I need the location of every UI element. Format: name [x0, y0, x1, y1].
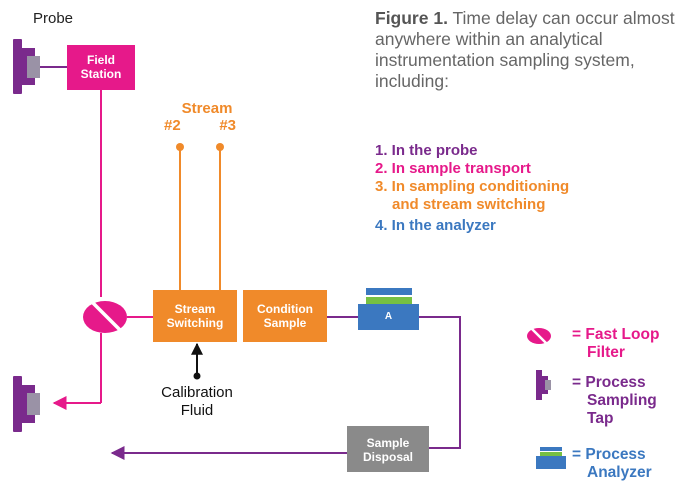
- list-item-probe: 1. In the probe: [375, 142, 478, 159]
- stream-label: Stream #2 #3: [160, 100, 240, 134]
- fast-loop-filter-icon: [83, 300, 127, 333]
- process-analyzer-icon: [358, 288, 419, 330]
- probe-label: Probe: [33, 10, 74, 27]
- calibration-line-1: Calibration: [161, 384, 233, 401]
- legend-analyzer-label: = Process Analyzer: [572, 446, 652, 482]
- field-station-box: [67, 45, 135, 90]
- condition-sample-box: [243, 290, 327, 342]
- sample-disposal-line-2: Disposal: [362, 450, 413, 464]
- legend-process-analyzer-icon: [536, 447, 566, 469]
- sample-disposal-box: [347, 426, 429, 472]
- legend-filter-line-2: Filter: [587, 344, 625, 361]
- stream-switching-label: Stream Switching: [153, 302, 237, 330]
- analyzer-label: A: [384, 311, 393, 322]
- calibration-line-2: Fluid: [180, 402, 214, 419]
- field-station-label: Field Station: [67, 53, 135, 81]
- legend-analyzer-line-2: Analyzer: [587, 464, 652, 481]
- list-item-conditioning: 3. In sampling conditioning: [375, 178, 570, 195]
- process-sampling-tap-top-icon: [13, 39, 40, 94]
- stream-switching-line-1: Stream: [174, 302, 216, 316]
- stream-switching-line-2: Switching: [166, 316, 224, 330]
- legend-analyzer-line-1: = Process: [572, 446, 646, 463]
- field-station-line-1: Field: [86, 53, 115, 67]
- analyzer-outlet-line: [419, 316, 461, 449]
- legend-process-sampling-tap-icon: [536, 370, 551, 400]
- legend-fast-loop-filter-icon: [527, 327, 551, 345]
- calibration-fluid-label: Calibration Fluid: [137, 384, 257, 420]
- stream-title: Stream: [181, 100, 233, 117]
- process-sampling-tap-bottom-icon: [13, 376, 40, 432]
- list-item-analyzer: 4. In the analyzer: [375, 217, 496, 234]
- condition-sample-label: Condition Sample: [243, 302, 327, 330]
- field-station-line-2: Station: [80, 67, 122, 81]
- figure-caption: Figure 1. Time delay can occur almost an…: [375, 8, 675, 92]
- sample-disposal-line-1: Sample: [366, 436, 410, 450]
- condition-sample-line-1: Condition: [257, 302, 313, 316]
- condition-sample-line-2: Sample: [263, 316, 307, 330]
- sample-disposal-label: Sample Disposal: [347, 436, 429, 464]
- delay-locations-list: 1. In the probe 2. In sample transport 3…: [375, 142, 675, 235]
- legend-tap-label: = Process Sampling Tap: [572, 374, 657, 428]
- legend-tap-line-3: Tap: [587, 410, 614, 427]
- figure-caption-title: Figure 1.: [375, 8, 448, 28]
- figure-caption-text: Time delay can occur almost anywhere wit…: [375, 8, 675, 91]
- stream-2-label: #2: [164, 117, 181, 134]
- legend-filter-label: = Fast Loop Filter: [572, 326, 659, 362]
- stream-switching-box: [153, 290, 237, 342]
- legend-tap-line-1: = Process: [572, 374, 646, 391]
- list-item-transport: 2. In sample transport: [375, 160, 531, 177]
- legend-filter-line-1: = Fast Loop: [572, 326, 660, 343]
- list-item-conditioning-cont: and stream switching: [392, 196, 546, 213]
- stream-3-label: #3: [219, 117, 236, 134]
- legend-tap-line-2: Sampling: [587, 392, 657, 409]
